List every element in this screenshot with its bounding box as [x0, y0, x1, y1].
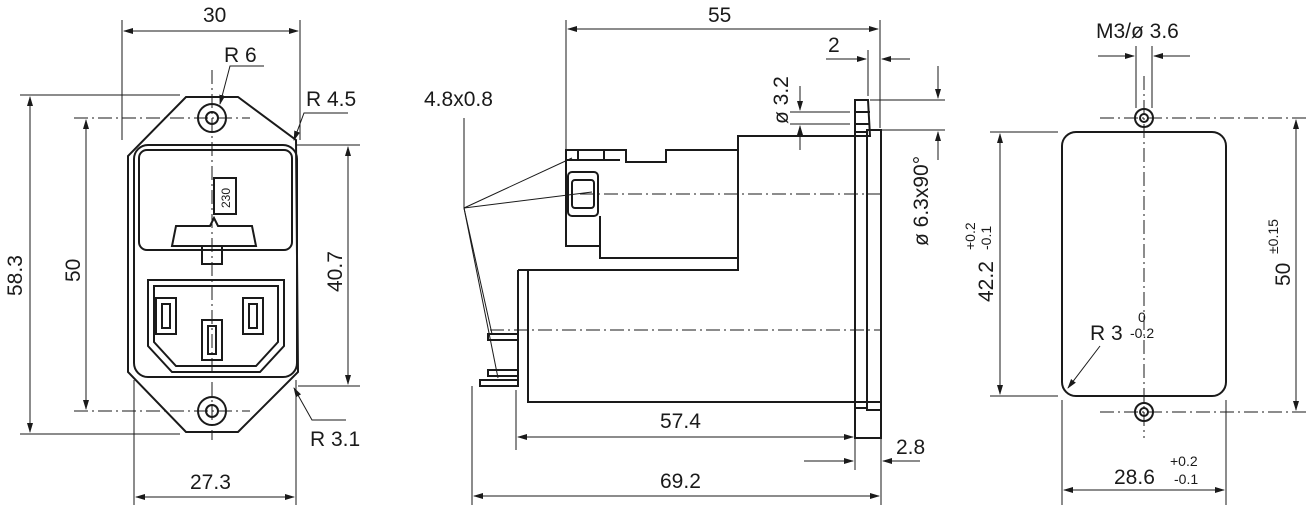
side-body [565, 135, 855, 259]
tol-286-lower: -0.1 [1174, 471, 1198, 487]
leader-tab-4 [463, 207, 493, 335]
tol-r3-lower: -0.2 [1130, 325, 1154, 341]
dim-407: 40.7 [324, 251, 347, 292]
rear-pin-bottom [479, 379, 519, 387]
dim-30: 30 [203, 4, 226, 27]
front-body-outline [133, 144, 298, 378]
voltage-label: 230 [219, 188, 233, 208]
tol-r3-upper: 0 [1138, 309, 1146, 325]
front-view: 230 [4, 4, 360, 505]
tol-422-lower: -0.1 [978, 226, 994, 250]
dim-273: 27.3 [190, 471, 231, 494]
dim-574: 57.4 [660, 410, 701, 433]
dim-r45: R 4.5 [306, 88, 356, 111]
side-view: 55 2 4.8x0.8 ø 3.2 ø 6.3x90° 57.4 2.8 69… [424, 4, 945, 505]
rear-pin-lower [487, 369, 519, 377]
dim-55: 55 [708, 4, 731, 27]
side-flange-front [866, 129, 882, 411]
dim-r6: R 6 [224, 44, 257, 67]
socket-pin-left [155, 297, 177, 335]
leader-tab-1 [463, 157, 573, 209]
dim-r31: R 3.1 [310, 428, 360, 451]
voltage-label-box [213, 177, 237, 215]
front-flange-outline [127, 96, 300, 433]
r6-leader [219, 65, 264, 105]
side-lower-body [527, 136, 856, 403]
dim-48x08: 4.8x0.8 [424, 88, 493, 111]
leader-tab-3 [463, 207, 499, 379]
dim-50-cutout: 50 [1272, 263, 1295, 286]
dim-583: 58.3 [4, 255, 27, 296]
socket-pin-left-inner [161, 303, 171, 329]
fuse-selector [170, 215, 258, 247]
side-flange [854, 131, 868, 409]
r45-leader [293, 112, 348, 141]
dim-d63: ø 6.3x90° [910, 156, 933, 246]
dim-50-front: 50 [62, 259, 85, 282]
dim-422: 42.2 [975, 261, 998, 302]
dim-d32: ø 3.2 [770, 76, 793, 124]
tol-286-upper: +0.2 [1170, 453, 1198, 469]
socket-pin-right-inner [248, 303, 258, 329]
socket-pin-right [242, 297, 264, 335]
dim-692: 69.2 [660, 470, 701, 493]
tol-50: ±0.15 [1265, 219, 1281, 254]
dim-m3: M3/ø 3.6 [1096, 20, 1179, 43]
iec-socket-inner [153, 285, 279, 367]
leader-tab-2 [463, 191, 593, 209]
iec-socket [147, 279, 285, 373]
dim-286: 28.6 [1114, 466, 1155, 489]
fuse-drawer [138, 149, 293, 251]
dim-r3: R 3 [1090, 322, 1123, 345]
rear-pin-upper [487, 333, 519, 341]
dim-2: 2 [828, 34, 840, 57]
tol-422-upper: +0.2 [962, 222, 978, 250]
cutout-view: M3/ø 3.6 42.2 +0.2 -0.1 50 ±0.15 R 3 0 -… [962, 20, 1306, 505]
dim-28: 2.8 [896, 436, 925, 459]
r3-leader [1067, 345, 1101, 389]
r31-leader [293, 387, 346, 421]
